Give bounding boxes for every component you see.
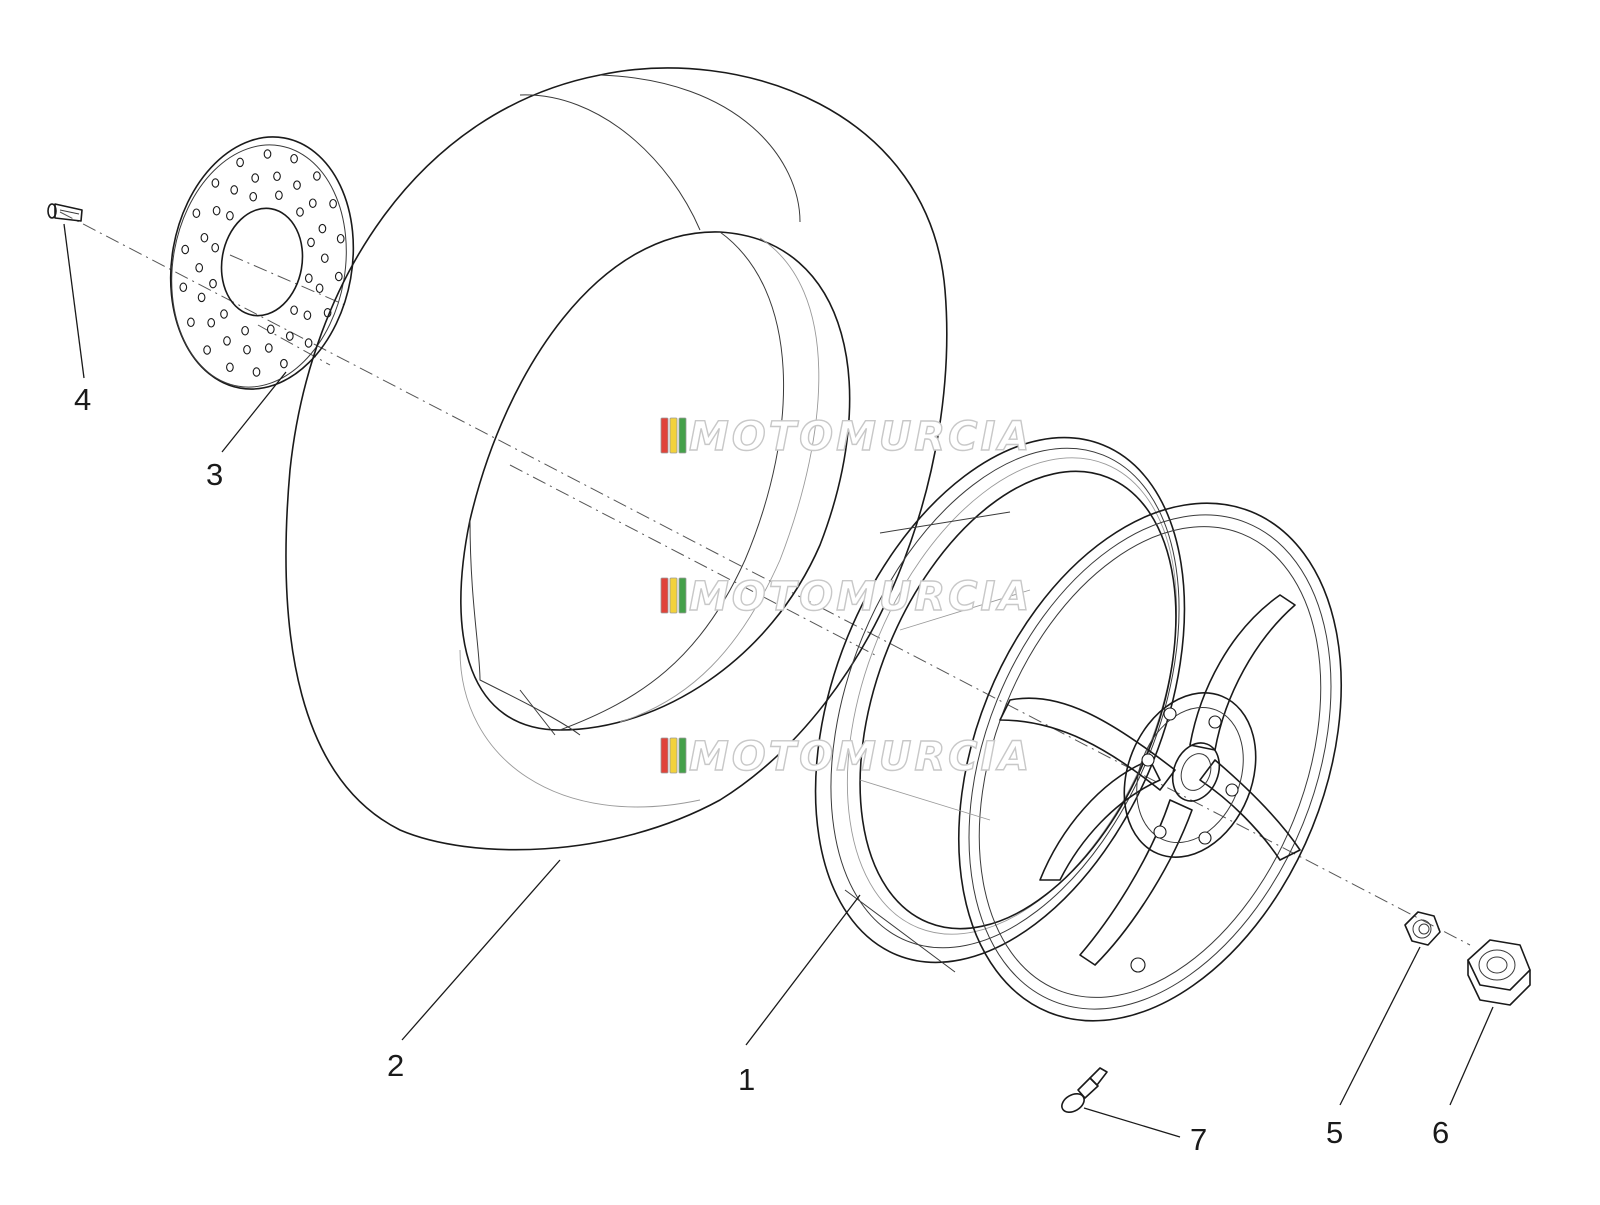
disc-hole (226, 362, 234, 373)
disc-hole (251, 173, 260, 183)
disc-hole (307, 237, 315, 248)
disc-hole (336, 233, 345, 244)
callout-label-5: 5 (1326, 1115, 1343, 1150)
part-1-wheel-rim (814, 436, 1343, 1022)
part-6-large-nut (1467, 939, 1531, 1006)
disc-hole (211, 178, 220, 188)
callout-label-2: 2 (387, 1048, 404, 1083)
watermark-1: MOTOMURCIA (660, 413, 1032, 461)
watermark-2: MOTOMURCIA (660, 573, 1032, 621)
disc-hole (212, 205, 221, 216)
disc-hole (223, 336, 231, 346)
disc-hole (304, 273, 313, 284)
disc-hole (207, 318, 216, 328)
disc-hole (304, 338, 313, 348)
disc-hole (187, 317, 195, 328)
disc-hole (252, 367, 261, 377)
disc-hole (226, 211, 234, 221)
disc-hole (230, 185, 239, 195)
disc-hole (243, 344, 251, 355)
disc-hole (320, 253, 329, 263)
part-2-tyre (285, 67, 948, 851)
disc-hole (318, 223, 327, 234)
part-7-valve (1061, 1067, 1108, 1113)
disc-hole (264, 343, 273, 353)
disc-hole (313, 171, 321, 181)
disc-hole (211, 242, 220, 253)
disc-hole (195, 263, 204, 273)
callout-label-7: 7 (1190, 1122, 1207, 1157)
disc-hole (329, 198, 337, 209)
disc-hole (236, 157, 244, 168)
disc-hole (220, 309, 228, 319)
disc-hole (293, 180, 301, 190)
callout-labels: 4 3 2 1 7 5 6 (74, 382, 1449, 1157)
disc-hole (308, 198, 317, 208)
disc-hole (249, 191, 258, 202)
disc-hole (315, 283, 324, 294)
leader-lines (63, 223, 1494, 1138)
disc-hole (192, 208, 201, 218)
callout-label-1: 1 (738, 1062, 755, 1097)
disc-hole (275, 190, 283, 201)
disc-hole (179, 282, 188, 293)
disc-hole (209, 278, 217, 289)
disc-hole (203, 345, 211, 355)
disc-hole (263, 149, 272, 159)
disc-hole (181, 244, 190, 255)
watermark-text: MOTOMURCIA (689, 734, 1032, 780)
disc-hole (285, 331, 294, 341)
disc-hole (266, 324, 275, 335)
disc-hole (290, 305, 298, 315)
disc-hole (280, 358, 288, 369)
disc-hole (290, 153, 298, 164)
callout-label-3: 3 (206, 457, 223, 492)
callout-label-6: 6 (1432, 1115, 1449, 1150)
disc-hole (241, 325, 249, 336)
disc-hole (200, 232, 209, 243)
disc-hole (303, 310, 312, 321)
disc-hole (296, 207, 304, 217)
part-4-bolt (47, 203, 83, 222)
disc-hole (334, 271, 343, 282)
callout-label-4: 4 (74, 382, 91, 417)
watermark-text: MOTOMURCIA (689, 414, 1032, 460)
part-5-small-nut (1404, 911, 1441, 946)
watermark-3: MOTOMURCIA (660, 733, 1032, 781)
disc-hole (197, 292, 206, 303)
watermark-text: MOTOMURCIA (689, 574, 1032, 620)
disc-hole (273, 171, 281, 182)
part-3-brake-disc (169, 136, 355, 390)
